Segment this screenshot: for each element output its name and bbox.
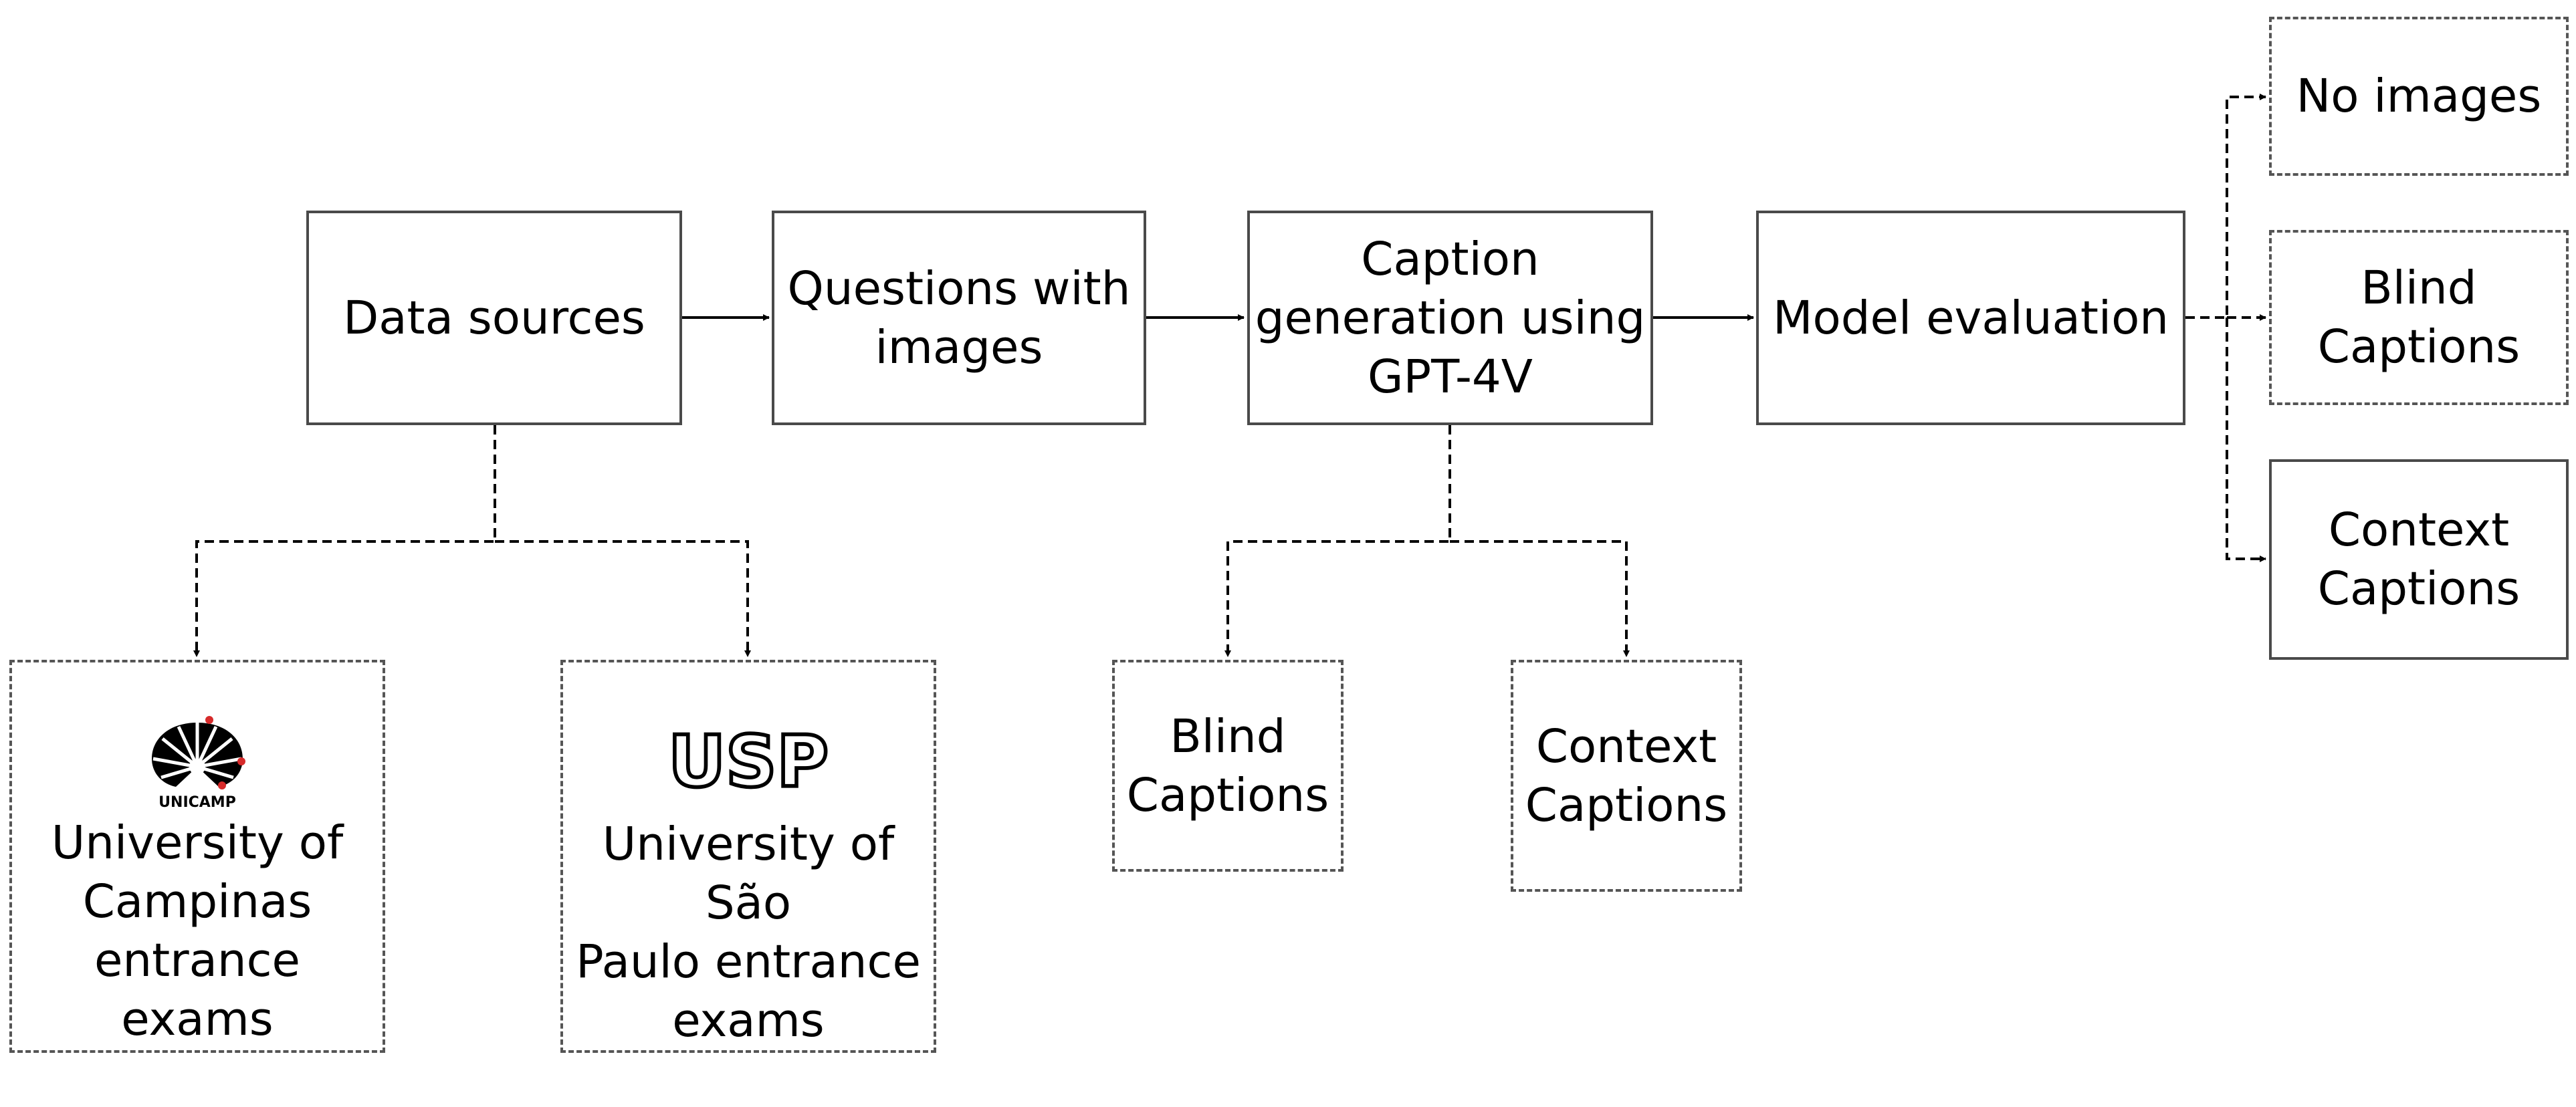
arrow-data-to-unicamp [193, 425, 496, 657]
caption-generation-box: Caption generation using GPT-4V [1247, 211, 1653, 425]
context-captions-eval-label: Context Captions [2317, 503, 2520, 616]
arrow-caption-to-context [1450, 540, 1630, 657]
data-sources-box: Data sources [306, 211, 682, 425]
arrow-caption-to-blind [1224, 425, 1451, 657]
blind-captions-eval-label: Blind Captions [2317, 261, 2520, 374]
arrow-eval-to-no-images [2185, 94, 2266, 319]
model-evaluation-box: Model evaluation [1756, 211, 2185, 425]
context-captions-box: Context Captions [1511, 660, 1742, 892]
model-evaluation-label: Model evaluation [1772, 291, 2169, 345]
blind-captions-label: Blind Captions [1126, 709, 1329, 822]
questions-with-images-label: Questions with images [787, 261, 1131, 374]
usp-logo-text: USP [668, 727, 829, 796]
usp-box: USP University of São Paulo entrance exa… [560, 660, 936, 1053]
unicamp-logo-text: UNICAMP [158, 794, 236, 811]
context-captions-eval-box: Context Captions [2269, 459, 2569, 660]
no-images-label: No images [2296, 70, 2542, 123]
unicamp-logo-icon: UNICAMP [152, 716, 245, 811]
no-images-box: No images [2269, 17, 2569, 176]
context-captions-label: Context Captions [1525, 719, 1728, 832]
unicamp-box: UNICAMP University of Campinas entrance … [9, 660, 385, 1053]
arrow-data-to-usp [495, 540, 751, 657]
questions-with-images-box: Questions with images [772, 211, 1146, 425]
blind-captions-box: Blind Captions [1112, 660, 1344, 872]
usp-logo-icon: USP [666, 727, 831, 796]
unicamp-label: University of Campinas entrance exams [51, 816, 344, 1046]
data-sources-label: Data sources [343, 291, 645, 345]
usp-label: University of São Paulo entrance exams [576, 818, 921, 1048]
caption-generation-label: Caption generation using GPT-4V [1255, 232, 1646, 404]
arrow-eval-to-context [2226, 318, 2266, 562]
blind-captions-eval-box: Blind Captions [2269, 230, 2569, 405]
